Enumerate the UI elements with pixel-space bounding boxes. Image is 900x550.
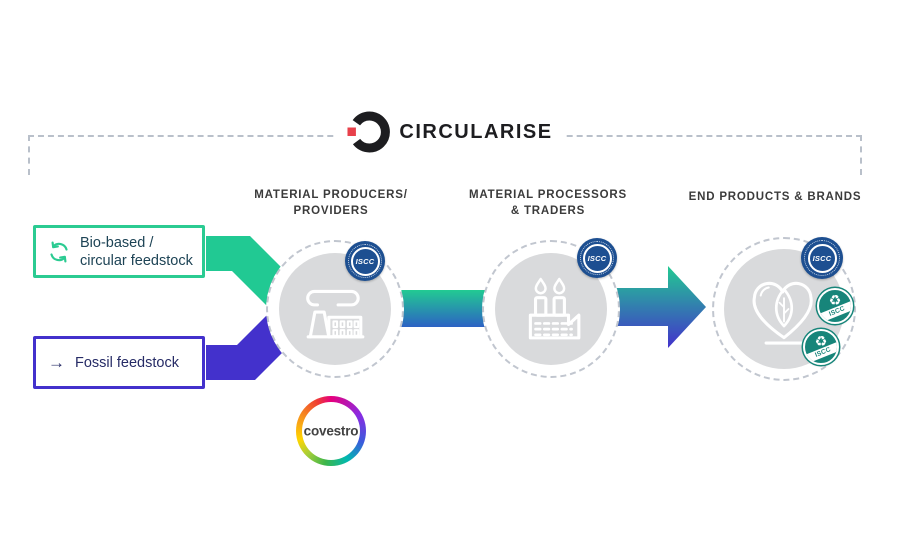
iscc-badge-processors: ISCC — [577, 238, 617, 278]
covestro-ring-icon — [296, 396, 366, 466]
fossil-feedstock-box: → Fossil feedstock — [33, 336, 205, 389]
recycle-seal-icon: ♻ — [828, 292, 842, 308]
factory-icon — [306, 289, 365, 339]
producer-to-processor-bar — [392, 290, 492, 327]
bio-feedstock-box: Bio-based / circular feedstock — [33, 225, 205, 278]
heart-leaf-icon — [752, 281, 813, 345]
iscc-badge-label: ISCC — [582, 243, 612, 273]
recycle-seal-icon: ♻ — [814, 333, 828, 349]
brand-name: CIRCULARISE — [399, 120, 553, 143]
processor-to-end-arrow — [614, 266, 706, 348]
iscc-badge-producers: ISCC — [345, 241, 385, 281]
circularise-logo: CIRCULARISE — [335, 110, 565, 154]
iscc-plus-seal-2: ♻ ISCC — [803, 329, 839, 365]
iscc-badge-end-products: ISCC — [801, 237, 843, 279]
refinery-icon — [528, 277, 581, 340]
covestro-name: covestro — [303, 423, 359, 439]
column-header-processors: MATERIAL PROCESSORS & TRADERS — [469, 189, 627, 217]
recycle-icon — [50, 241, 68, 262]
column-header-end-products: END PRODUCTS & BRANDS — [688, 191, 862, 203]
arrow-right-icon: → — [48, 352, 65, 372]
fossil-feedstock-label: Fossil feedstock — [75, 354, 179, 371]
iscc-badge-label: ISCC — [350, 246, 380, 276]
bio-feedstock-label: Bio-based / circular feedstock — [80, 234, 193, 269]
column-header-producers: MATERIAL PRODUCERS/ PROVIDERS — [254, 189, 408, 217]
iscc-plus-seal-1: ♻ ISCC — [817, 288, 853, 324]
covestro-logo: covestro — [296, 396, 366, 466]
iscc-badge-label: ISCC — [807, 243, 837, 273]
circularise-ring-icon — [347, 111, 390, 153]
